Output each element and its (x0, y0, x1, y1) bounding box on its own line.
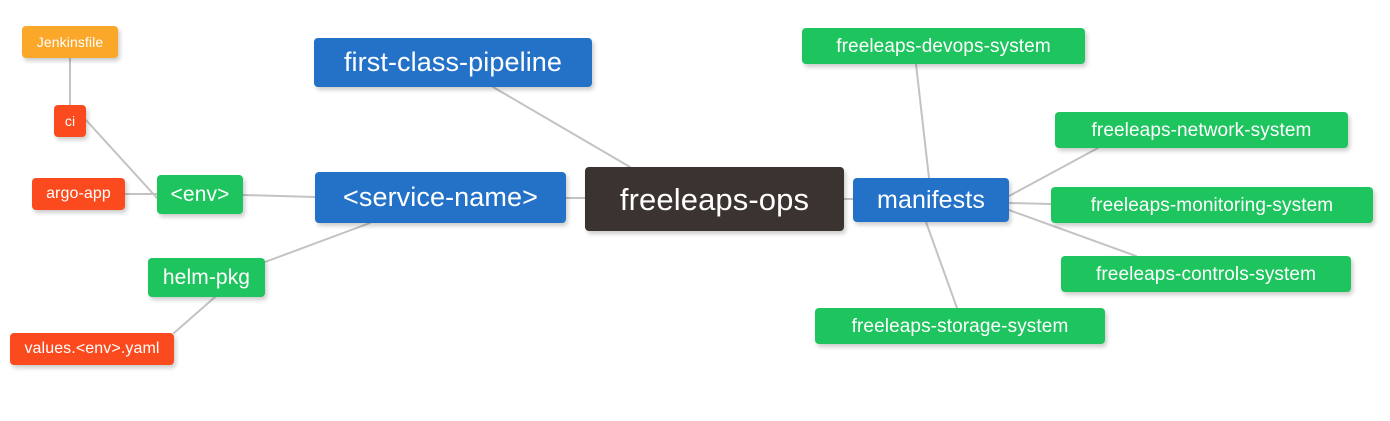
mindmap-node-label-service-name: <service-name> (343, 182, 538, 212)
edge-first-class-pipeline-to-freeleaps-ops (492, 86, 631, 168)
edge-env-to-service-name (242, 194, 316, 198)
mindmap-node-label-env: <env> (170, 183, 230, 206)
mindmap-node-freeleaps-ops[interactable]: freeleaps-ops (585, 167, 844, 231)
mindmap-node-helm-pkg[interactable]: helm-pkg (148, 258, 265, 297)
mindmap-node-freeleaps-monitoring-system[interactable]: freeleaps-monitoring-system (1051, 187, 1373, 223)
mindmap-node-jenkinsfile[interactable]: Jenkinsfile (22, 26, 118, 58)
mindmap-node-freeleaps-devops-system[interactable]: freeleaps-devops-system (802, 28, 1085, 64)
mindmap-node-label-ci: ci (64, 113, 76, 129)
mindmap-node-label-values-yaml: values.<env>.yaml (24, 340, 160, 357)
mindmap-node-label-jenkinsfile: Jenkinsfile (36, 34, 104, 50)
mindmap-node-service-name[interactable]: <service-name> (315, 172, 566, 223)
mindmap-node-freeleaps-network-system[interactable]: freeleaps-network-system (1055, 112, 1348, 148)
mindmap-node-label-freeleaps-devops-system: freeleaps-devops-system (836, 35, 1051, 57)
mindmap-node-label-freeleaps-ops: freeleaps-ops (619, 181, 810, 217)
mindmap-node-argo-app[interactable]: argo-app (32, 178, 125, 210)
mindmap-node-env[interactable]: <env> (157, 175, 243, 214)
edge-manifests-to-freeleaps-monitoring-system (1008, 202, 1052, 205)
mindmap-node-freeleaps-storage-system[interactable]: freeleaps-storage-system (815, 308, 1105, 344)
mindmap-node-ci[interactable]: ci (54, 105, 86, 137)
mindmap-node-label-helm-pkg: helm-pkg (162, 266, 251, 289)
edge-manifests-to-freeleaps-devops-system (915, 63, 930, 179)
mindmap-node-label-freeleaps-network-system: freeleaps-network-system (1091, 119, 1312, 141)
edge-values-yaml-to-helm-pkg (173, 296, 216, 334)
mindmap-node-label-freeleaps-monitoring-system: freeleaps-monitoring-system (1090, 194, 1334, 216)
mindmap-node-first-class-pipeline[interactable]: first-class-pipeline (314, 38, 592, 87)
mindmap-node-values-yaml[interactable]: values.<env>.yaml (10, 333, 174, 365)
edge-helm-pkg-to-service-name (264, 222, 371, 263)
mindmap-node-label-argo-app: argo-app (46, 185, 111, 202)
mindmap-node-label-freeleaps-controls-system: freeleaps-controls-system (1095, 263, 1317, 285)
mindmap-node-label-first-class-pipeline: first-class-pipeline (343, 47, 563, 77)
mindmap-node-manifests[interactable]: manifests (853, 178, 1009, 222)
mindmap-node-label-freeleaps-storage-system: freeleaps-storage-system (851, 315, 1069, 337)
edge-manifests-to-freeleaps-storage-system (925, 221, 958, 309)
mindmap-node-label-manifests: manifests (877, 185, 985, 214)
mindmap-node-freeleaps-controls-system[interactable]: freeleaps-controls-system (1061, 256, 1351, 292)
